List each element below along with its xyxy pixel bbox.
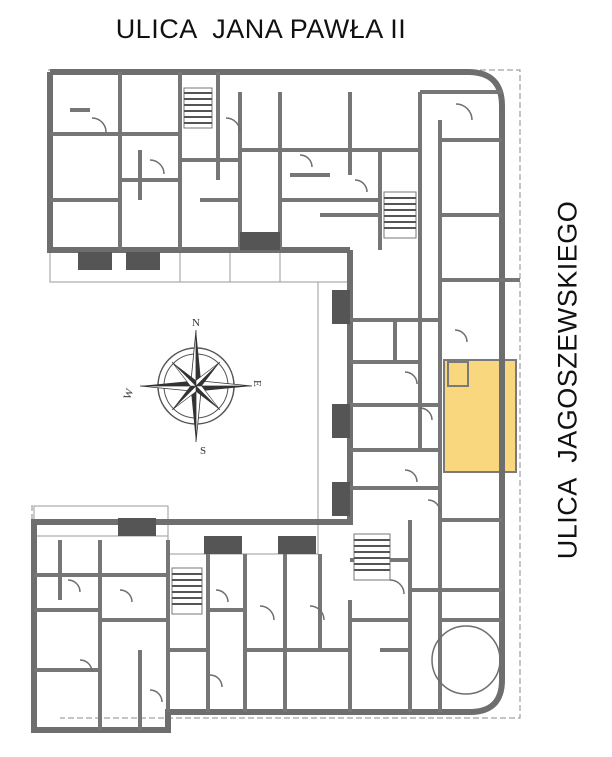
compass-south: S (200, 445, 206, 457)
compass-rose: N S E W (122, 317, 263, 457)
door-swings (67, 103, 501, 703)
compass-east: E (251, 380, 263, 387)
stairs (171, 87, 417, 615)
street-label-top: ULICA JANA PAWŁA II (115, 14, 407, 44)
balconies (78, 232, 350, 554)
highlighted-apartment-annex (447, 361, 469, 387)
compass-west: W (122, 387, 137, 401)
exterior-walls (31, 69, 505, 733)
compass-north: N (192, 317, 200, 329)
